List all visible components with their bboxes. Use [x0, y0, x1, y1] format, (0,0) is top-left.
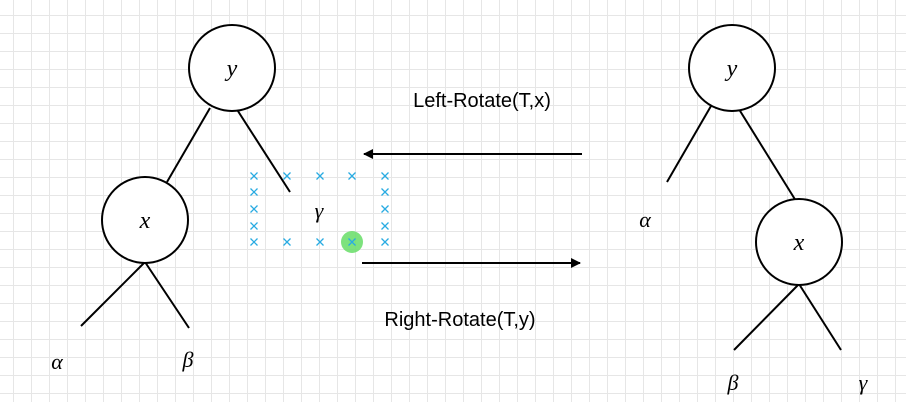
right-node-x[interactable]: x	[755, 198, 843, 286]
selection-cross-icon	[316, 172, 324, 180]
left-rotate-arrow[interactable]: Left-Rotate(T,x)	[363, 90, 582, 159]
right-rotate-label: Right-Rotate(T,y)	[384, 309, 535, 331]
right-alpha-label: α	[639, 207, 651, 232]
selection-cross-icon	[381, 188, 389, 196]
left-gamma-label[interactable]: γ	[315, 198, 325, 223]
selection-cross-icon	[381, 238, 389, 246]
selection-cross-icon	[381, 205, 389, 213]
selection-cross-icon	[250, 205, 258, 213]
right-edge-y-alpha	[666, 105, 712, 183]
selection-cross-icon	[250, 172, 258, 180]
gamma-selection-box[interactable]	[250, 172, 389, 254]
right-node-x-label: x	[793, 230, 805, 256]
left-rotate-label: Left-Rotate(T,x)	[413, 90, 551, 112]
left-alpha-label: α	[51, 349, 63, 374]
selection-cross-icon	[316, 238, 324, 246]
selection-cross-icon	[348, 172, 356, 180]
right-tree: y x α β γ	[639, 24, 869, 395]
right-node-y[interactable]: y	[688, 24, 776, 112]
left-edge-x-alpha	[80, 261, 146, 327]
right-edge-x-gamma	[798, 283, 842, 351]
left-node-x-label: x	[139, 208, 151, 234]
left-edge-y-gamma	[235, 107, 291, 193]
selection-cross-icon	[250, 222, 258, 230]
selection-crosses	[250, 172, 389, 246]
left-node-y-label: y	[225, 56, 238, 82]
selection-cross-icon	[250, 238, 258, 246]
left-edge-x-beta	[144, 261, 190, 329]
left-tree: y x α β γ	[51, 24, 325, 374]
left-edge-y-x	[166, 107, 211, 183]
selection-cross-icon	[283, 172, 291, 180]
right-edge-y-x	[736, 105, 797, 202]
right-rotate-arrow[interactable]: Right-Rotate(T,y)	[362, 258, 581, 331]
right-node-y-label: y	[725, 56, 738, 82]
right-beta-label: β	[727, 370, 739, 395]
left-node-y[interactable]: y	[188, 24, 276, 112]
left-beta-label: β	[182, 347, 194, 372]
selection-cross-icon	[250, 188, 258, 196]
selection-cross-icon	[381, 222, 389, 230]
left-node-x[interactable]: x	[101, 176, 189, 264]
right-edge-x-beta	[733, 283, 800, 351]
selection-cross-icon	[381, 172, 389, 180]
selection-handle-cross-icon	[348, 238, 356, 246]
selection-cross-icon	[283, 238, 291, 246]
right-gamma-label: γ	[859, 370, 869, 395]
